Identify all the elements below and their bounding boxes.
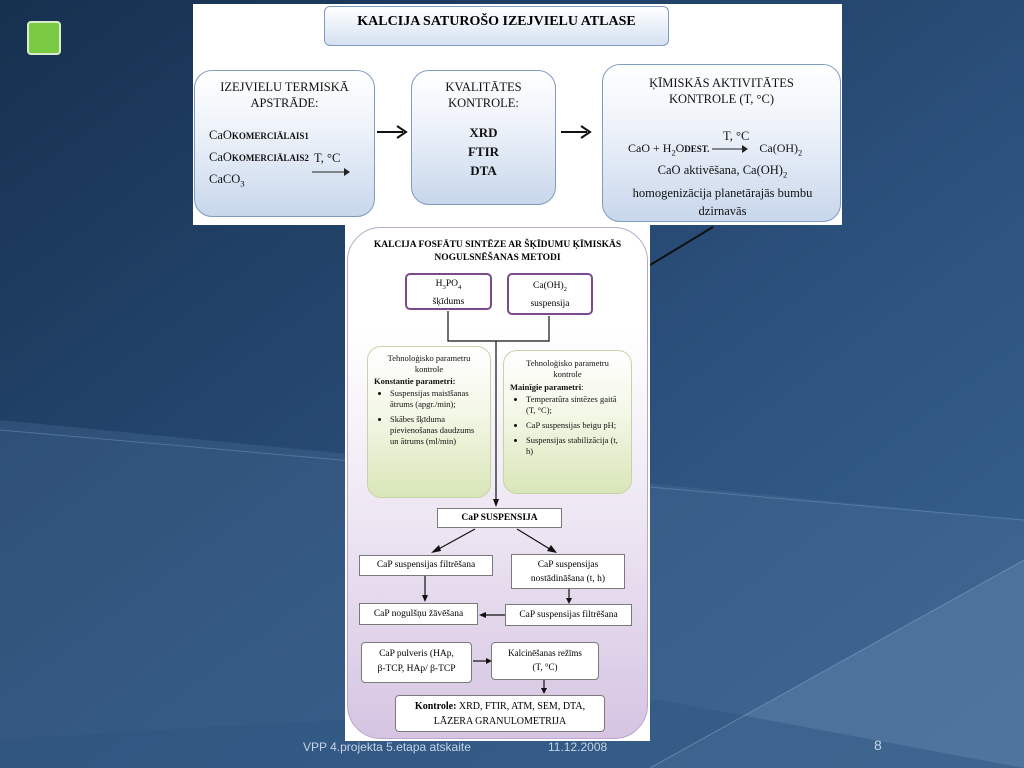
thermal-treatment-title-1: IZEJVIELU TERMISKĀ <box>220 80 349 94</box>
chemical-activity-title-1: ĶĪMISKĀS AKTIVITĀTES <box>649 76 794 90</box>
settling-box: CaP suspensijas nostādināšana (t, h) <box>511 554 625 589</box>
activation-desc-3: dzirnavās <box>698 203 747 218</box>
footer-text: VPP 4.projekta 5.etapa atskaite <box>303 740 471 754</box>
top-diagram-panel: KALCIJA SATUROŠO IZEJVIELU ATLASE IZEJVI… <box>193 4 842 225</box>
thermal-treatment-title-2: APSTRĀDE: <box>250 96 319 110</box>
footer-date: 11.12.2008 <box>548 740 608 754</box>
reaction-equation: CaO + H2ODEST. Ca(OH)2 <box>628 141 803 158</box>
thermal-arrow-icon <box>312 168 350 176</box>
reaction-arrow-icon <box>712 145 749 154</box>
synthesis-title: KALCIJA FOSFĀTU SINTĒZE AR ŠĶĪDUMU ĶĪMIS… <box>373 240 622 263</box>
variable-parameters-panel: Tehnoloģisko parametru kontrole Mainīgie… <box>503 350 632 494</box>
bottom-diagram-panel: KALCIJA FOSFĀTU SINTĒZE AR ŠĶĪDUMU ĶĪMIS… <box>345 225 650 741</box>
thermal-treatment-box: IZEJVIELU TERMISKĀ APSTRĀDE: CaOKOMERCIĀ… <box>194 70 375 217</box>
calcination-box: Kalcinēšanas režīms (T, °C) <box>491 642 599 680</box>
method-ftir: FTIR <box>467 144 500 159</box>
chemical-activity-title-2: KONTROLE (T, °C) <box>668 92 775 106</box>
method-dta: DTA <box>470 163 497 178</box>
calcium-hydroxide-box: Ca(OH)2 suspensija <box>507 273 593 315</box>
variable-param-item: Temperatūra sintēzes gaitā (T, °C); <box>526 394 625 416</box>
raw-material-cao-1: CaOKOMERCIĀLAIS1 <box>209 128 309 142</box>
raw-material-caco3: CaCO3 <box>209 172 245 189</box>
top-diagram-title: KALCIJA SATUROŠO IZEJVIELU ATLASE <box>324 6 669 46</box>
constant-param-item: Skābes šķīduma pievienošanas daudzums un… <box>390 414 484 447</box>
flow-arrow-icon-2 <box>561 125 592 139</box>
right-filtration-box: CaP suspensijas filtrēšana <box>505 604 632 626</box>
quality-control-title-1: KVALITĀTES <box>445 80 522 94</box>
calcium-hydroxide-formula: Ca(OH)2 <box>533 281 567 293</box>
constant-parameters-heading: Konstantie parametri: <box>374 376 456 386</box>
constant-parameters-panel: Tehnoloģisko parametru kontrole Konstant… <box>367 346 491 498</box>
activation-desc-1: CaO aktivēšana, Ca(OH)2 <box>657 163 788 180</box>
final-control-box: Kontrole: XRD, FTIR, ATM, SEM, DTA, LĀZE… <box>395 695 605 732</box>
thermal-arrow-label: T, °C <box>314 151 341 165</box>
drying-box: CaP nogulšņu žāvēšana <box>359 603 478 625</box>
raw-material-cao-2: CaOKOMERCIĀLAIS2 <box>209 150 309 164</box>
reaction-arrow-label: T, °C <box>723 129 750 143</box>
quality-control-box: KVALITĀTES KONTROLE: XRD FTIR DTA <box>411 70 556 205</box>
phosphoric-acid-box: H3PO4 šķīdums <box>405 273 492 310</box>
quality-control-title-2: KONTROLE: <box>448 96 519 110</box>
slide-bullet-square <box>27 21 61 55</box>
synthesis-flow-lines <box>422 311 572 694</box>
activation-desc-2: homogenizācija planetārajās bumbu <box>632 185 813 200</box>
method-xrd: XRD <box>469 125 498 140</box>
constant-param-item: Suspensijas maisīšanas ātrums (apgr./min… <box>390 388 484 410</box>
cap-suspension-box: CaP SUSPENSIJA <box>437 508 562 528</box>
flow-arrow-icon-1 <box>377 125 408 139</box>
chemical-activity-box: ĶĪMISKĀS AKTIVITĀTES KONTROLE (T, °C) T,… <box>602 64 841 222</box>
variable-param-item: Suspensijas stabilizācija (t, h) <box>526 435 625 457</box>
phosphoric-acid-formula: H3PO4 <box>435 279 462 291</box>
variable-param-item: CaP suspensijas beigu pH; <box>526 420 625 431</box>
slide-number: 8 <box>874 737 882 753</box>
variable-parameters-heading: Mainīgie parametri: <box>510 382 584 392</box>
calcium-hydroxide-label: suspensija <box>530 298 570 309</box>
powder-box: CaP pulveris (HAp, β-TCP, HAp/ β-TCP <box>361 642 472 683</box>
left-filtration-box: CaP suspensijas filtrēšana <box>359 555 493 576</box>
phosphoric-acid-label: šķīdums <box>432 296 465 307</box>
